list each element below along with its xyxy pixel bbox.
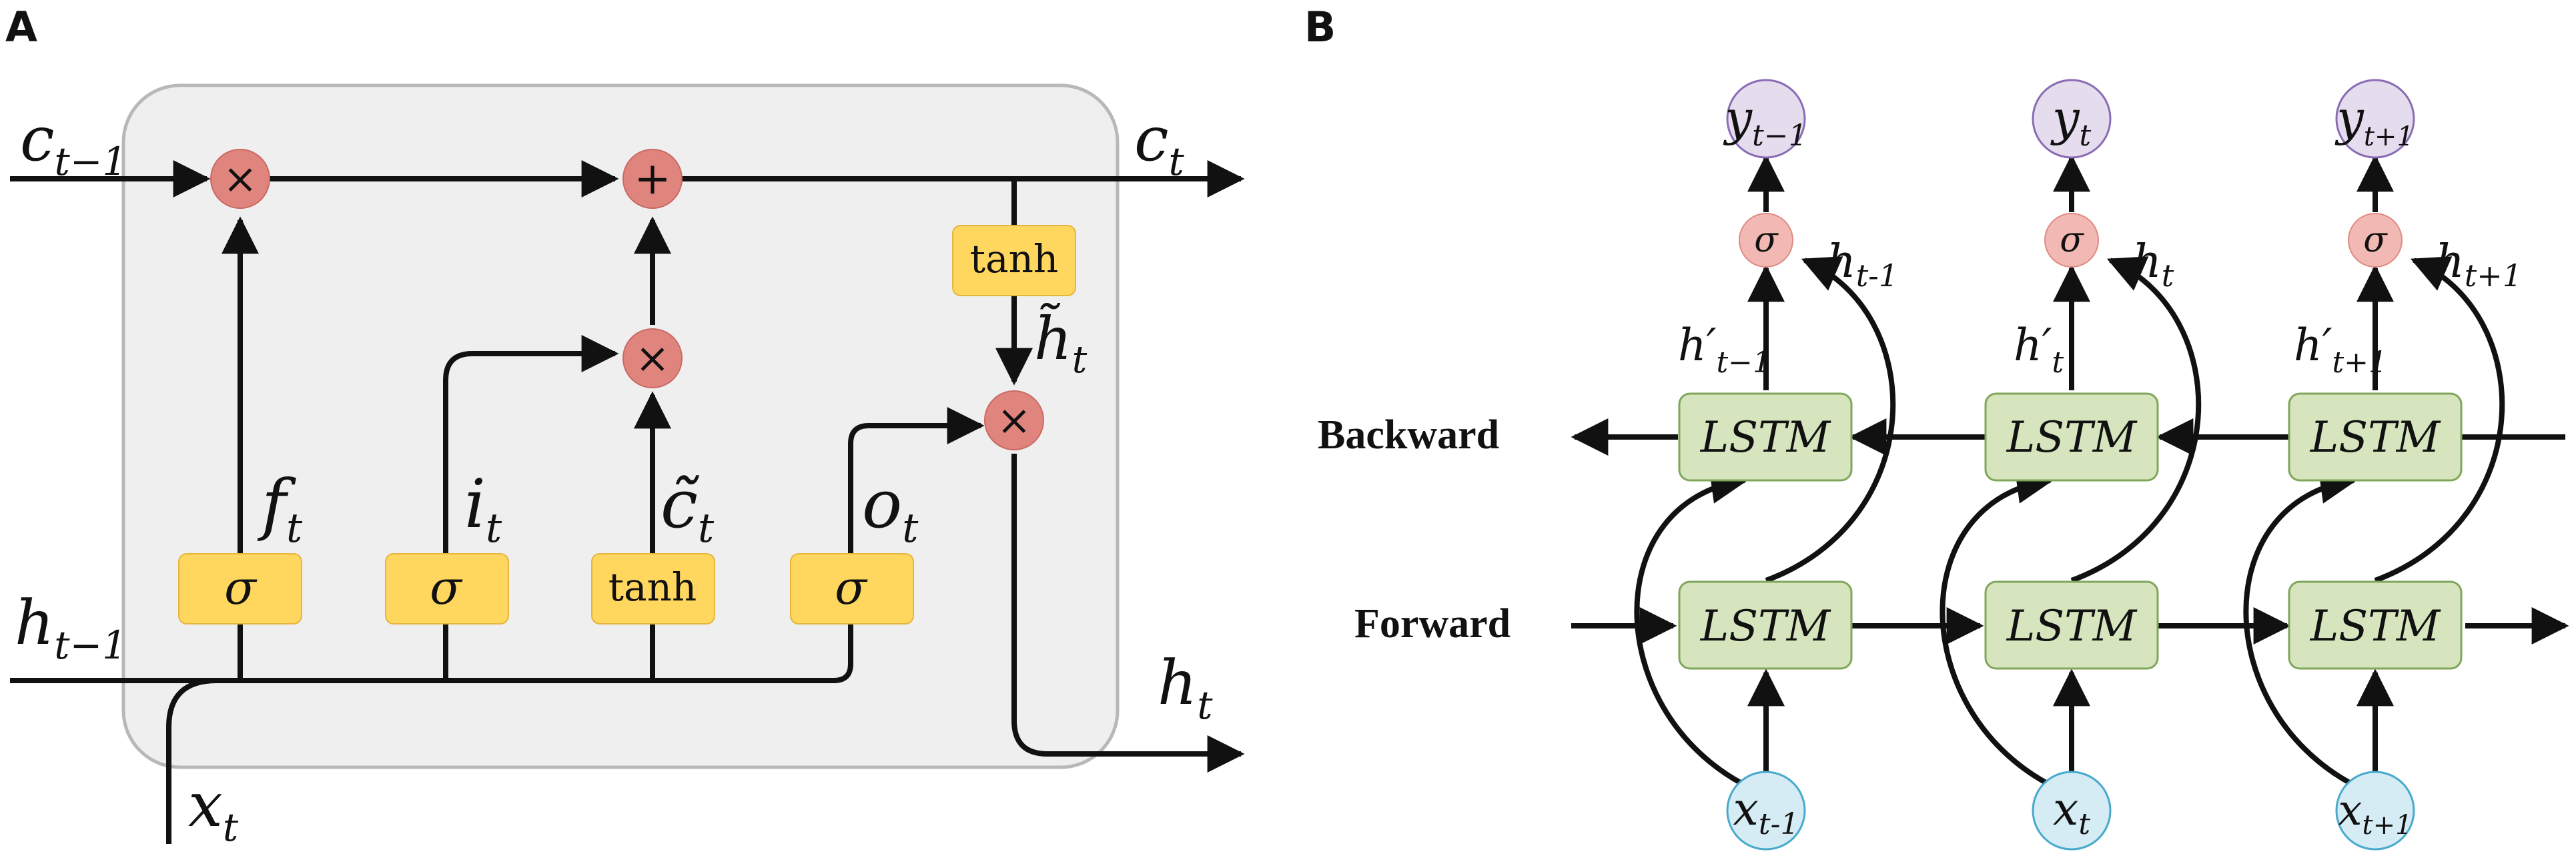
multiply-output-op: × xyxy=(984,390,1044,450)
x-to-backward-curve xyxy=(1940,466,2054,787)
x-to-backward-curve xyxy=(2243,466,2358,787)
label-i-t: it xyxy=(464,465,502,552)
sigma-symbol: σ xyxy=(2060,220,2084,260)
lstm-forward-label: LSTM xyxy=(1700,602,1831,651)
cell-tanh-label: tanh xyxy=(970,236,1059,282)
add-symbol: + xyxy=(634,153,671,204)
label-c-t: ct xyxy=(1134,103,1185,184)
sigma-symbol: σ xyxy=(1754,220,1779,260)
multiply-input-symbol: × xyxy=(635,334,670,382)
forward-to-sigma-curve xyxy=(1765,256,1896,583)
column-t-minus-1: LSTM LSTM σ yt−1 xt-1 xyxy=(1634,79,1898,851)
lstm-backward-box: LSTM xyxy=(2288,392,2463,482)
multiply-forget-symbol: × xyxy=(223,154,258,203)
input-gate-sigma: σ xyxy=(430,560,463,615)
input-node: xt-1 xyxy=(1726,771,1806,851)
lstm-forward-label: LSTM xyxy=(2006,602,2138,651)
h-label: ht+1 xyxy=(2435,236,2522,294)
candidate-gate-tanh: tanh xyxy=(608,564,697,610)
forward-to-sigma-curve xyxy=(2070,256,2202,583)
label-h-prev: ht−1 xyxy=(15,587,127,668)
backward-label: Backward xyxy=(1318,412,1499,458)
h-label: ht-1 xyxy=(1827,236,1898,294)
h-prime-label: h′t−1 xyxy=(1678,320,1771,380)
label-h-tilde: h̃t xyxy=(1034,303,1088,382)
multiply-output-symbol: × xyxy=(997,396,1031,444)
label-x-t: xt xyxy=(188,769,239,850)
h-prime-label: h′t xyxy=(2014,320,2064,380)
column-t: LSTM LSTM σ yt xt xyxy=(1940,79,2202,851)
sigma-symbol: σ xyxy=(2363,220,2388,260)
lstm-forward-box: LSTM xyxy=(2288,580,2463,670)
add-op: + xyxy=(622,149,683,209)
lstm-forward-label: LSTM xyxy=(2310,602,2441,651)
label-c-prev: ct−1 xyxy=(20,103,127,184)
input-label: xt xyxy=(2053,783,2090,841)
output-node: yt+1 xyxy=(2334,79,2415,159)
panel-b: B Backward Forward LSTM LSTM xyxy=(1304,3,2569,851)
input-gate-path xyxy=(443,335,619,681)
output-label: yt−1 xyxy=(1723,90,1807,153)
output-node: yt−1 xyxy=(1723,79,1807,159)
forget-gate-sigma: σ xyxy=(224,560,258,615)
panel-b-label: B xyxy=(1304,3,1336,51)
input-label: xt+1 xyxy=(2338,786,2412,841)
output-label: yt+1 xyxy=(2334,90,2414,152)
lstm-backward-label: LSTM xyxy=(2310,413,2441,462)
lstm-backward-label: LSTM xyxy=(1700,413,1831,462)
sigma-node: σ xyxy=(1739,213,1793,268)
x-input-line xyxy=(166,678,218,844)
output-gate-sigma: σ xyxy=(835,560,868,615)
sigma-node: σ xyxy=(2348,213,2403,268)
lstm-forward-box: LSTM xyxy=(1678,580,1853,670)
h-label: ht xyxy=(2132,236,2174,294)
label-h-t: ht xyxy=(1158,647,1213,728)
lstm-backward-box: LSTM xyxy=(1678,392,1853,482)
output-node: yt xyxy=(2032,79,2112,159)
sigma-node: σ xyxy=(2044,213,2099,268)
input-node: xt xyxy=(2032,771,2112,851)
lstm-backward-box: LSTM xyxy=(1984,392,2159,482)
output-gate: σ xyxy=(790,553,914,624)
input-label: xt-1 xyxy=(1733,783,1799,841)
lstm-forward-box: LSTM xyxy=(1984,580,2159,670)
forget-gate: σ xyxy=(178,553,302,624)
column-t-plus-1: LSTM LSTM σ yt+1 xt+1 xyxy=(2243,79,2522,851)
label-c-tilde: c̃t xyxy=(661,465,715,552)
x-to-backward-curve xyxy=(1634,466,1749,787)
input-node: xt+1 xyxy=(2335,771,2415,851)
multiply-input-op: × xyxy=(622,328,683,388)
h-out-path xyxy=(1011,454,1245,773)
multiply-forget-op: × xyxy=(210,149,270,209)
h-prime-label: h′t+1 xyxy=(2294,320,2387,380)
input-gate: σ xyxy=(385,553,509,624)
candidate-gate: tanh xyxy=(591,553,715,624)
cell-tanh-gate: tanh xyxy=(952,225,1076,296)
output-gate-path xyxy=(833,407,985,683)
panel-a: A × + × × xyxy=(5,3,1245,850)
forward-to-sigma-curve xyxy=(2374,256,2505,583)
output-label: yt xyxy=(2050,90,2092,153)
label-o-t: ot xyxy=(862,465,919,552)
forward-label: Forward xyxy=(1354,601,1511,646)
lstm-backward-label: LSTM xyxy=(2006,413,2138,462)
panel-a-label: A xyxy=(5,3,37,51)
